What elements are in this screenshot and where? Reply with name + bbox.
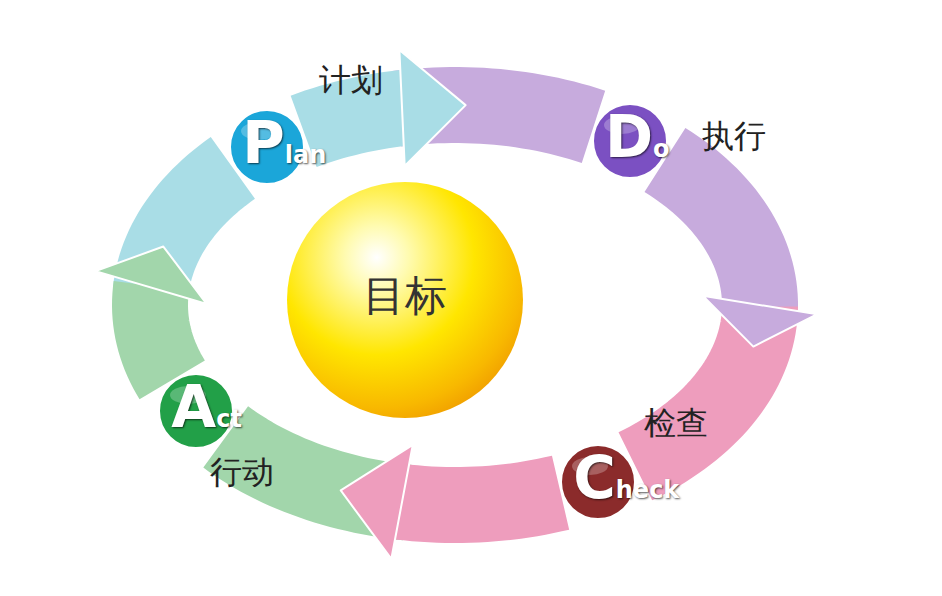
arrow-head: [399, 50, 465, 166]
band-segment: [150, 286, 172, 380]
step-word: Act: [171, 378, 242, 436]
step-label: 计划: [319, 63, 383, 98]
step-badge: 检查Check: [560, 444, 636, 520]
cycle-arrow: [226, 437, 561, 559]
band-segment: [665, 160, 760, 307]
band-segment: [399, 493, 560, 505]
arrow-head: [96, 247, 207, 305]
step-label: 执行: [702, 119, 766, 154]
step-word: Check: [573, 449, 679, 507]
sphere-body: [287, 182, 523, 418]
step-badge: 行动Act: [158, 373, 234, 449]
band-segment: [304, 108, 405, 132]
step-badge: 计划Plan: [229, 109, 305, 185]
arrow-head: [703, 296, 818, 347]
goal-sphere: 目标: [285, 180, 525, 420]
step-word: Plan: [242, 114, 326, 172]
step-badge: 执行Do: [592, 103, 668, 179]
arrow-head: [341, 445, 413, 559]
cycle-arrow: [304, 50, 594, 166]
goal-label: 目标: [363, 273, 447, 319]
step-word: Do: [605, 108, 670, 166]
cycle-arrow: [96, 168, 233, 380]
step-label: 行动: [210, 455, 274, 490]
step-label: 检查: [644, 406, 708, 441]
cycle-arrow: [635, 160, 817, 466]
